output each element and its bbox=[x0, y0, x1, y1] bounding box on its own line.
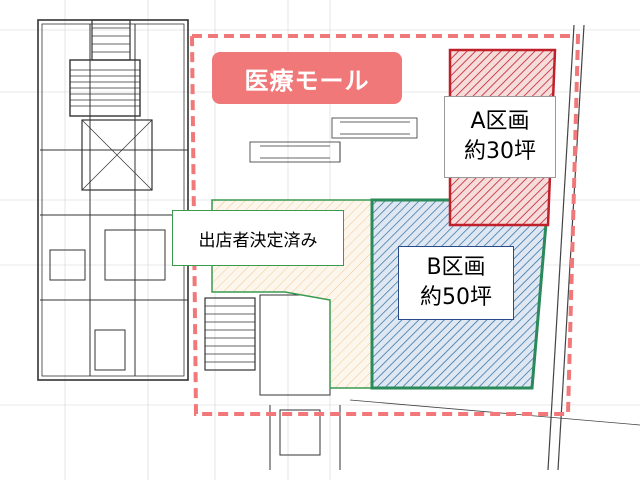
a-section-label: A区画 約30坪 bbox=[444, 96, 556, 178]
b-section-area-size: 約50坪 bbox=[420, 285, 492, 310]
b-section-name: B区画 bbox=[426, 255, 486, 281]
a-section-name: A区画 bbox=[470, 109, 530, 135]
tenant-decided-label: 出店者決定済み bbox=[172, 210, 344, 266]
b-section-label: B区画 約50坪 bbox=[398, 246, 514, 320]
escalator bbox=[249, 117, 418, 163]
lower-structure bbox=[259, 294, 341, 470]
mall-boundary bbox=[189, 34, 581, 416]
stairs bbox=[69, 19, 256, 371]
left-building bbox=[37, 19, 189, 381]
medical-mall-label: 医療モール bbox=[212, 52, 402, 104]
a-section-area-size: 約30坪 bbox=[464, 139, 536, 164]
